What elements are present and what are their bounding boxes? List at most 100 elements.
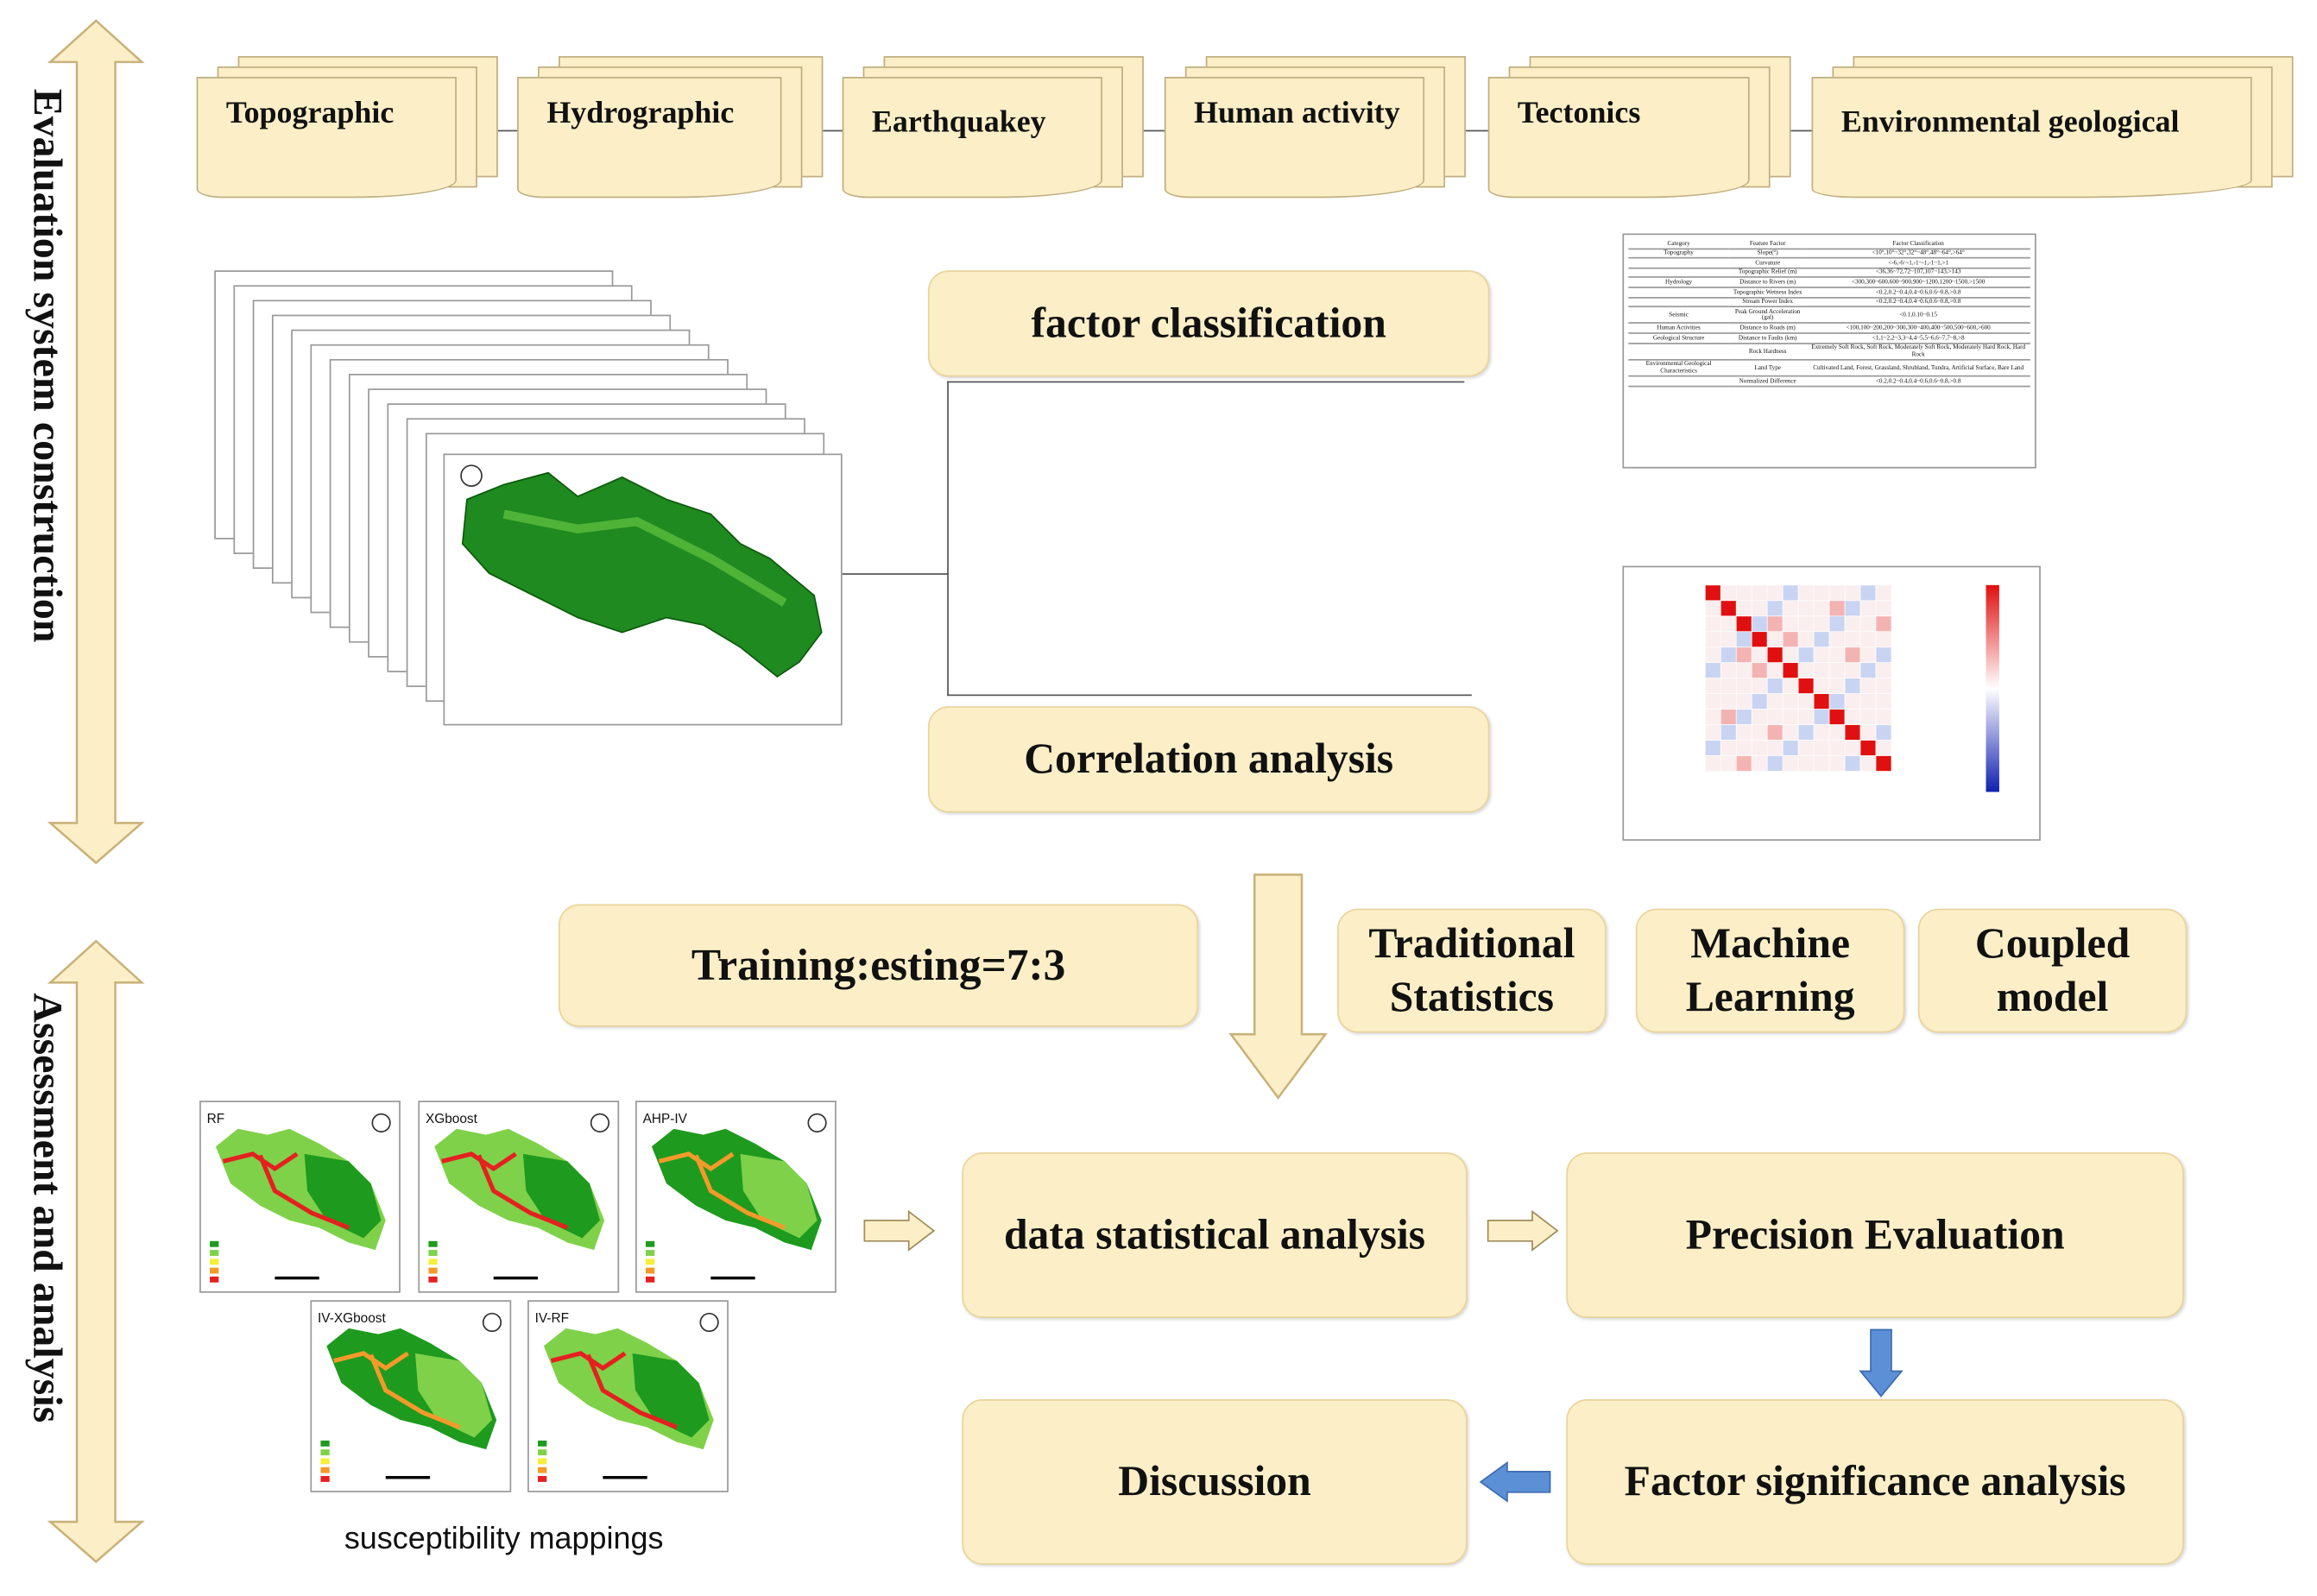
model-machine-learning: Machine Learning — [1635, 908, 1905, 1033]
connector-line — [947, 381, 1465, 383]
heatmap-colorbar — [1986, 584, 1999, 792]
heatmap-cell — [1859, 678, 1877, 694]
heatmap-cell — [1766, 709, 1784, 725]
heatmap-cell — [1735, 709, 1752, 725]
heatmap-cell — [1751, 584, 1768, 602]
heatmap-cell — [1859, 584, 1877, 602]
connector-line — [443, 129, 1862, 132]
heatmap-cell — [1859, 755, 1877, 772]
table-header: Feature Factor — [1728, 239, 1807, 249]
heatmap-cell — [1828, 740, 1846, 756]
heatmap-cell — [1720, 755, 1737, 772]
factor-map-topographic — [443, 453, 843, 726]
table-header: Factor Classification — [1806, 239, 2030, 249]
heatmap-cell — [1859, 724, 1877, 741]
factor-category-label: Earthquakey — [871, 103, 1046, 139]
table-cell: Extremely Soft Rock, Soft Rock, Moderate… — [1806, 343, 2030, 361]
map-title: RF — [206, 1111, 225, 1126]
heatmap-cell — [1766, 662, 1784, 679]
table-cell: Distance to Faults (km) — [1728, 333, 1807, 344]
heatmap-cell — [1735, 631, 1752, 648]
heatmap-cell — [1875, 740, 1892, 756]
table-cell: Geological Structure — [1628, 333, 1729, 344]
heatmap-cell — [1782, 740, 1799, 756]
document-page-shape — [1164, 77, 1425, 199]
heatmap-cell — [1720, 724, 1737, 741]
heatmap-cell — [1859, 709, 1877, 725]
heatmap-cell — [1828, 584, 1846, 602]
heatmap-cell — [1797, 724, 1815, 741]
factor-category-1: Hydrographic — [517, 56, 864, 204]
heatmap-cell — [1813, 600, 1830, 617]
connector-line — [947, 694, 1472, 697]
table-cell — [1628, 287, 1729, 299]
heatmap-cell — [1751, 755, 1768, 772]
blue-left-arrow — [1479, 1460, 1551, 1503]
heatmap-cell — [1766, 631, 1784, 648]
map-title: AHP-IV — [642, 1111, 687, 1126]
heatmap-cell — [1751, 724, 1768, 741]
table-cell: Land Type — [1728, 359, 1807, 377]
heatmap-cell — [1735, 584, 1752, 602]
heatmap-cell — [1751, 709, 1768, 725]
heatmap-cell — [1704, 693, 1721, 710]
heatmap-cell — [1751, 678, 1768, 694]
heatmap-cell — [1782, 709, 1799, 725]
heatmap-cell — [1813, 740, 1830, 756]
heatmap-cell — [1766, 615, 1784, 633]
heatmap-cell — [1704, 631, 1721, 648]
susceptibility-map: RF — [199, 1101, 401, 1293]
model-coupled: Coupled model — [1917, 908, 2188, 1033]
heatmap-cell — [1720, 693, 1737, 710]
heatmap-cell — [1875, 584, 1892, 602]
table-cell: <100,100~200,200~300,300~400,400~500,500… — [1806, 323, 2030, 334]
heatmap-cell — [1704, 615, 1721, 633]
heatmap-cell — [1782, 600, 1799, 617]
heatmap-cell — [1813, 662, 1830, 679]
heatmap-cell — [1859, 631, 1877, 648]
document-page-shape — [842, 77, 1102, 199]
double-arrow-top — [47, 19, 145, 865]
table-row: Topographic Wetness Index<0.2,0.2~0.4,0.… — [1628, 287, 2030, 299]
table-row: Normalized Difference<0.2,0.2~0.4,0.4~0.… — [1628, 375, 2030, 387]
heatmap-cell — [1704, 724, 1721, 741]
factor-category-3: Human activity — [1164, 56, 1507, 204]
heatmap-cell — [1875, 631, 1892, 648]
correlation-heatmap — [1622, 565, 2041, 841]
map-title: IV-RF — [534, 1310, 570, 1326]
susceptibility-mappings-caption: susceptibility mappings — [344, 1522, 664, 1556]
heatmap-cell — [1844, 615, 1861, 633]
heatmap-cell — [1813, 647, 1830, 664]
training-testing-split-box: Training:esting=7:3 — [559, 904, 1199, 1027]
heatmap-cell — [1704, 755, 1721, 772]
heatmap-cell — [1751, 631, 1768, 648]
document-page-shape — [1487, 77, 1750, 199]
susceptibility-map: AHP-IV — [635, 1101, 837, 1293]
discussion-box: Discussion — [962, 1398, 1468, 1565]
heatmap-cell — [1813, 755, 1830, 772]
heatmap-cell — [1875, 662, 1892, 679]
table-cell — [1628, 268, 1729, 279]
blue-down-arrow — [1859, 1328, 1903, 1397]
heatmap-cell — [1766, 584, 1784, 602]
table-cell: Human Activities — [1628, 323, 1729, 334]
table-row: Topographic Relief (m)<36,36~72,72~107,1… — [1628, 268, 2030, 279]
heatmap-cell — [1797, 755, 1815, 772]
table-cell: Rock Hardness — [1728, 343, 1807, 361]
heatmap-cell — [1828, 678, 1846, 694]
factor-category-label: Environmental geological — [1840, 103, 2180, 139]
heatmap-cell — [1797, 709, 1815, 725]
table-cell — [1628, 375, 1729, 387]
heatmap-cell — [1797, 662, 1815, 679]
heatmap-cell — [1828, 615, 1846, 633]
heatmap-cell — [1720, 709, 1737, 725]
heatmap-cell — [1875, 678, 1892, 694]
heatmap-cell — [1735, 678, 1752, 694]
table-cell: Topography — [1628, 248, 1729, 259]
table-header: Category — [1628, 239, 1729, 249]
label-evaluation-system-construction: Evaluation system construction — [23, 88, 70, 643]
heatmap-cell — [1735, 724, 1752, 741]
heatmap-cell — [1751, 600, 1768, 617]
